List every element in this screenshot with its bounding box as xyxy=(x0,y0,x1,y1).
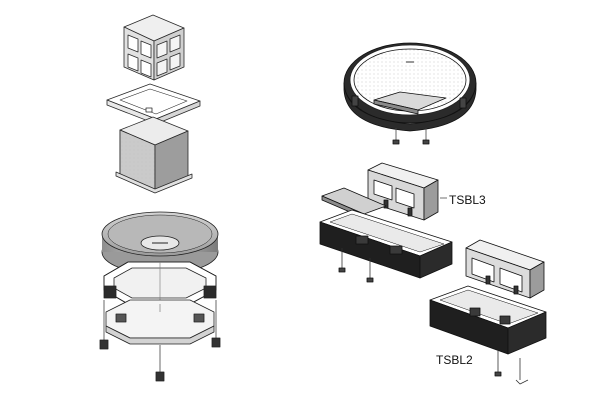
tsbl2-base-tray xyxy=(429,285,547,385)
square-insert-module xyxy=(123,14,185,81)
tsbl3-assembly xyxy=(319,162,453,283)
square-box-body xyxy=(115,116,193,194)
tsbl3-label: TSBL3 xyxy=(449,193,486,207)
levelling-feet xyxy=(99,300,221,382)
square-floor-box-assembly xyxy=(106,14,201,194)
octagonal-frame xyxy=(103,261,217,305)
square-trim-frame xyxy=(106,83,201,125)
octagonal-base xyxy=(105,299,215,345)
tsbl3-base-tray xyxy=(319,209,453,283)
tsbl2-insert-module xyxy=(465,239,545,299)
tsbl2-assembly xyxy=(429,239,547,385)
tsbl2-label: TSBL2 xyxy=(436,353,473,367)
tsbl3-insert-module xyxy=(367,162,439,221)
round-cover-ring-assembly xyxy=(343,42,477,145)
round-floor-box-assembly xyxy=(99,211,221,382)
